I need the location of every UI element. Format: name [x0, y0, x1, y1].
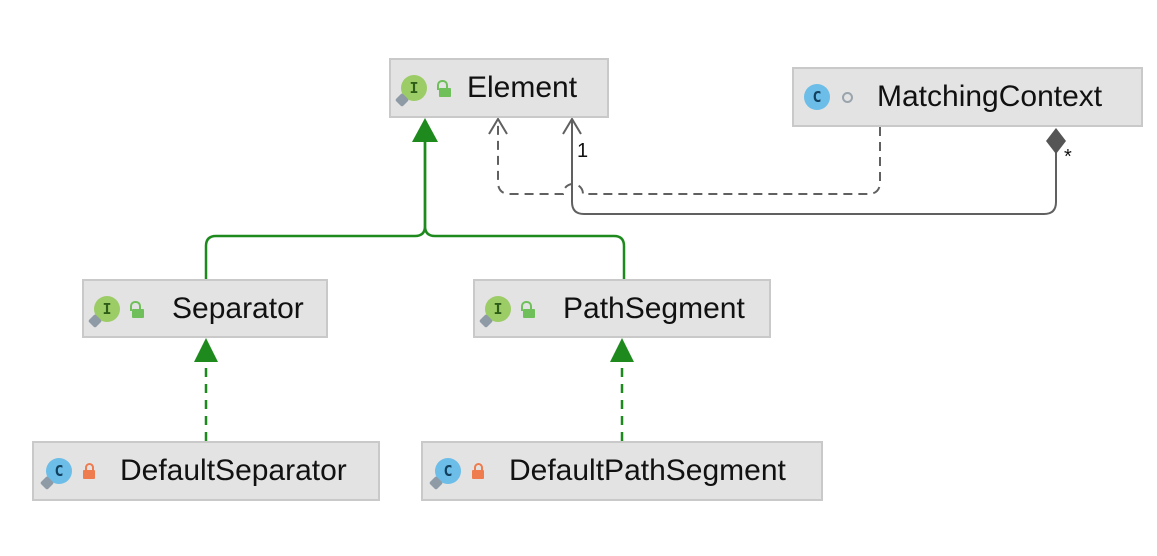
- node-default-path-segment[interactable]: C DefaultPathSegment: [421, 441, 823, 501]
- class-icon: C: [39, 458, 72, 491]
- edge-pathsegment-extends-element: [423, 140, 626, 280]
- node-element-icons: I: [394, 75, 453, 108]
- interface-icon: I: [87, 295, 120, 328]
- composition-arrowhead: [562, 117, 582, 135]
- node-separator-label: Separator: [172, 291, 304, 325]
- node-separator-icons: I: [87, 295, 146, 328]
- class-icon: C: [804, 84, 830, 110]
- locked-icon: [82, 462, 98, 480]
- interface-icon: I: [478, 295, 511, 328]
- node-path-segment[interactable]: I PathSegment: [473, 279, 771, 338]
- unlocked-icon: [437, 79, 453, 97]
- locked-icon: [471, 462, 487, 480]
- unlocked-icon: [521, 300, 537, 318]
- separator-implements-arrowhead: [194, 338, 218, 362]
- multiplicity-element-end: 1: [577, 140, 589, 162]
- extends-edges: [204, 140, 626, 280]
- node-element[interactable]: I Element: [389, 58, 609, 118]
- circle-dot-icon: [842, 91, 853, 103]
- element-inheritance-arrowhead: [412, 118, 438, 142]
- node-matching-context-icons: C: [804, 84, 853, 110]
- dependency-arrowhead: [488, 117, 508, 135]
- unlocked-icon: [130, 300, 146, 318]
- node-matching-context-label: MatchingContext: [877, 80, 1103, 113]
- node-default-path-segment-icons: C: [428, 458, 487, 491]
- interface-icon: I: [394, 75, 427, 108]
- class-icon: C: [428, 458, 461, 491]
- pathsegment-implements-arrowhead: [610, 338, 634, 362]
- edge-matchingcontext-composes-element: [571, 120, 1057, 215]
- node-default-path-segment-label: DefaultPathSegment: [509, 454, 786, 487]
- implements-edges: [204, 360, 624, 441]
- node-separator[interactable]: I Separator: [82, 279, 328, 338]
- node-path-segment-label: PathSegment: [563, 291, 745, 325]
- multiplicity-context-end: *: [1064, 146, 1072, 168]
- edge-separator-extends-element: [204, 140, 427, 280]
- edge-matchingcontext-depends-element: [497, 120, 881, 195]
- node-element-label: Element: [467, 71, 578, 104]
- node-default-separator-icons: C: [39, 458, 98, 491]
- node-default-separator-label: DefaultSeparator: [120, 454, 347, 487]
- node-matching-context[interactable]: C MatchingContext: [792, 67, 1143, 127]
- node-path-segment-icons: I: [478, 295, 537, 328]
- composition-diamond: [1046, 128, 1066, 154]
- node-default-separator[interactable]: C DefaultSeparator: [32, 441, 380, 501]
